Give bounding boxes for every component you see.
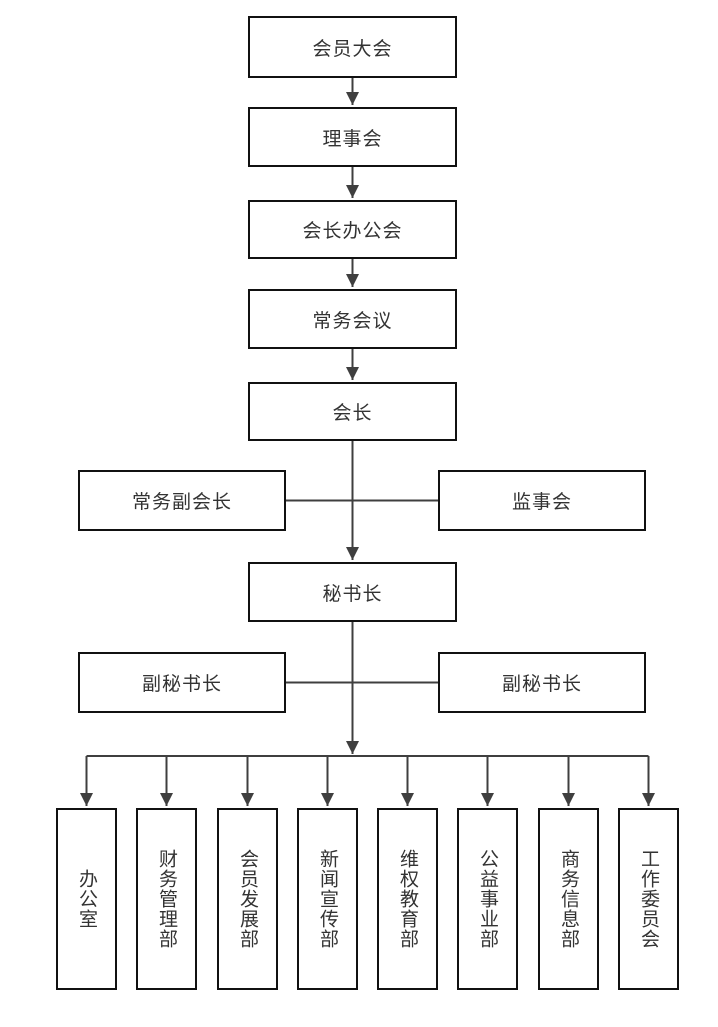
node-label: 理事会 <box>322 128 383 150</box>
node-deputy-secretary-general-right: 副秘书长 <box>438 652 646 713</box>
node-label: 常务会议 <box>312 310 393 332</box>
node-label: 公益事业部 <box>477 849 498 949</box>
node-work-committee: 工作委员会 <box>618 808 679 990</box>
node-label: 工作委员会 <box>638 849 659 949</box>
node-label: 财务管理部 <box>156 849 177 949</box>
node-label: 商务信息部 <box>558 849 579 949</box>
node-dept-news-publicity: 新闻宣传部 <box>297 808 358 990</box>
node-dept-member-development: 会员发展部 <box>217 808 278 990</box>
node-dept-office: 办公室 <box>56 808 117 990</box>
node-label: 会长办公会 <box>302 221 403 242</box>
node-label: 副秘书长 <box>141 674 222 695</box>
node-board-of-directors: 理事会 <box>248 107 457 167</box>
node-label: 办公室 <box>76 869 97 929</box>
node-label: 会员大会 <box>312 38 393 60</box>
node-executive-meeting: 常务会议 <box>248 289 457 349</box>
node-label: 新闻宣传部 <box>317 849 338 949</box>
node-label: 监事会 <box>511 492 572 513</box>
node-dept-public-welfare: 公益事业部 <box>457 808 518 990</box>
node-label: 常务副会长 <box>131 492 232 513</box>
node-deputy-secretary-general-left: 副秘书长 <box>78 652 286 713</box>
node-secretary-general: 秘书长 <box>248 562 457 622</box>
node-label: 会长 <box>332 403 373 424</box>
node-member-assembly: 会员大会 <box>248 16 457 78</box>
node-label: 副秘书长 <box>501 674 582 695</box>
node-dept-business-information: 商务信息部 <box>538 808 599 990</box>
node-president-office-meeting: 会长办公会 <box>248 200 457 259</box>
node-supervisory-board: 监事会 <box>438 470 646 531</box>
node-label: 秘书长 <box>322 583 383 605</box>
node-executive-vice-president: 常务副会长 <box>78 470 286 531</box>
node-president: 会长 <box>248 382 457 441</box>
node-label: 会员发展部 <box>237 849 258 949</box>
node-dept-rights-education: 维权教育部 <box>377 808 438 990</box>
node-dept-finance-management: 财务管理部 <box>136 808 197 990</box>
node-label: 维权教育部 <box>397 849 418 949</box>
